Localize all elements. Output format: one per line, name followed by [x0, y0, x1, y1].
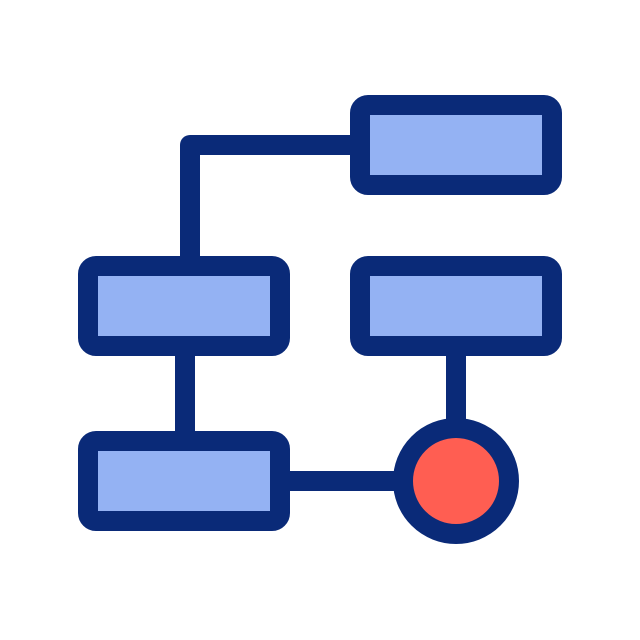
process-box-top-right — [350, 95, 562, 195]
connector-top-box-to-left-box — [180, 135, 360, 268]
process-box-bottom-left — [78, 431, 290, 531]
terminal-node-circle — [393, 418, 519, 544]
process-box-middle-right — [350, 256, 562, 356]
process-box-middle-left — [78, 256, 290, 356]
